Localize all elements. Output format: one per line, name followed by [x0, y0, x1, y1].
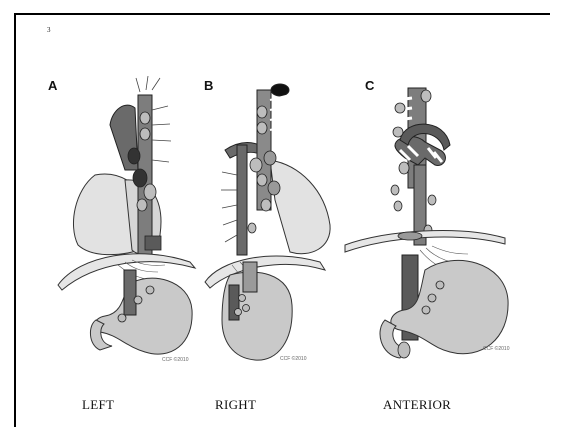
panel-b-trachea-top: [271, 84, 289, 96]
panel-c-illustration: [345, 88, 508, 358]
panel-c-hiatus: [398, 232, 422, 240]
panel-c-caption: ANTERIOR: [383, 397, 451, 413]
panel-b-label: B: [204, 78, 213, 93]
panel-c-signature: CCF ©2010: [483, 346, 509, 352]
panel-b-caption: RIGHT: [215, 397, 256, 413]
panel-a-caption: LEFT: [82, 397, 114, 413]
panel-c-label: C: [365, 78, 374, 93]
panel-b-lung: [270, 160, 330, 254]
panel-a-illustration: [58, 76, 195, 354]
panel-b-abdominal-esophagus: [243, 262, 257, 292]
panel-a-label: A: [48, 78, 57, 93]
panel-c-pylorus: [398, 342, 410, 358]
panel-a-abdominal-esophagus: [124, 270, 136, 315]
panel-b-tracheal-rings: [270, 96, 286, 130]
panel-b-nerves: [221, 172, 237, 242]
panel-a-stomach: [94, 278, 192, 354]
panel-b-illustration: [205, 84, 330, 360]
panel-b-signature: CCF ©2010: [280, 356, 306, 362]
panel-b-svc: [237, 145, 247, 255]
panel-a-signature: CCF ©2010: [162, 357, 188, 363]
